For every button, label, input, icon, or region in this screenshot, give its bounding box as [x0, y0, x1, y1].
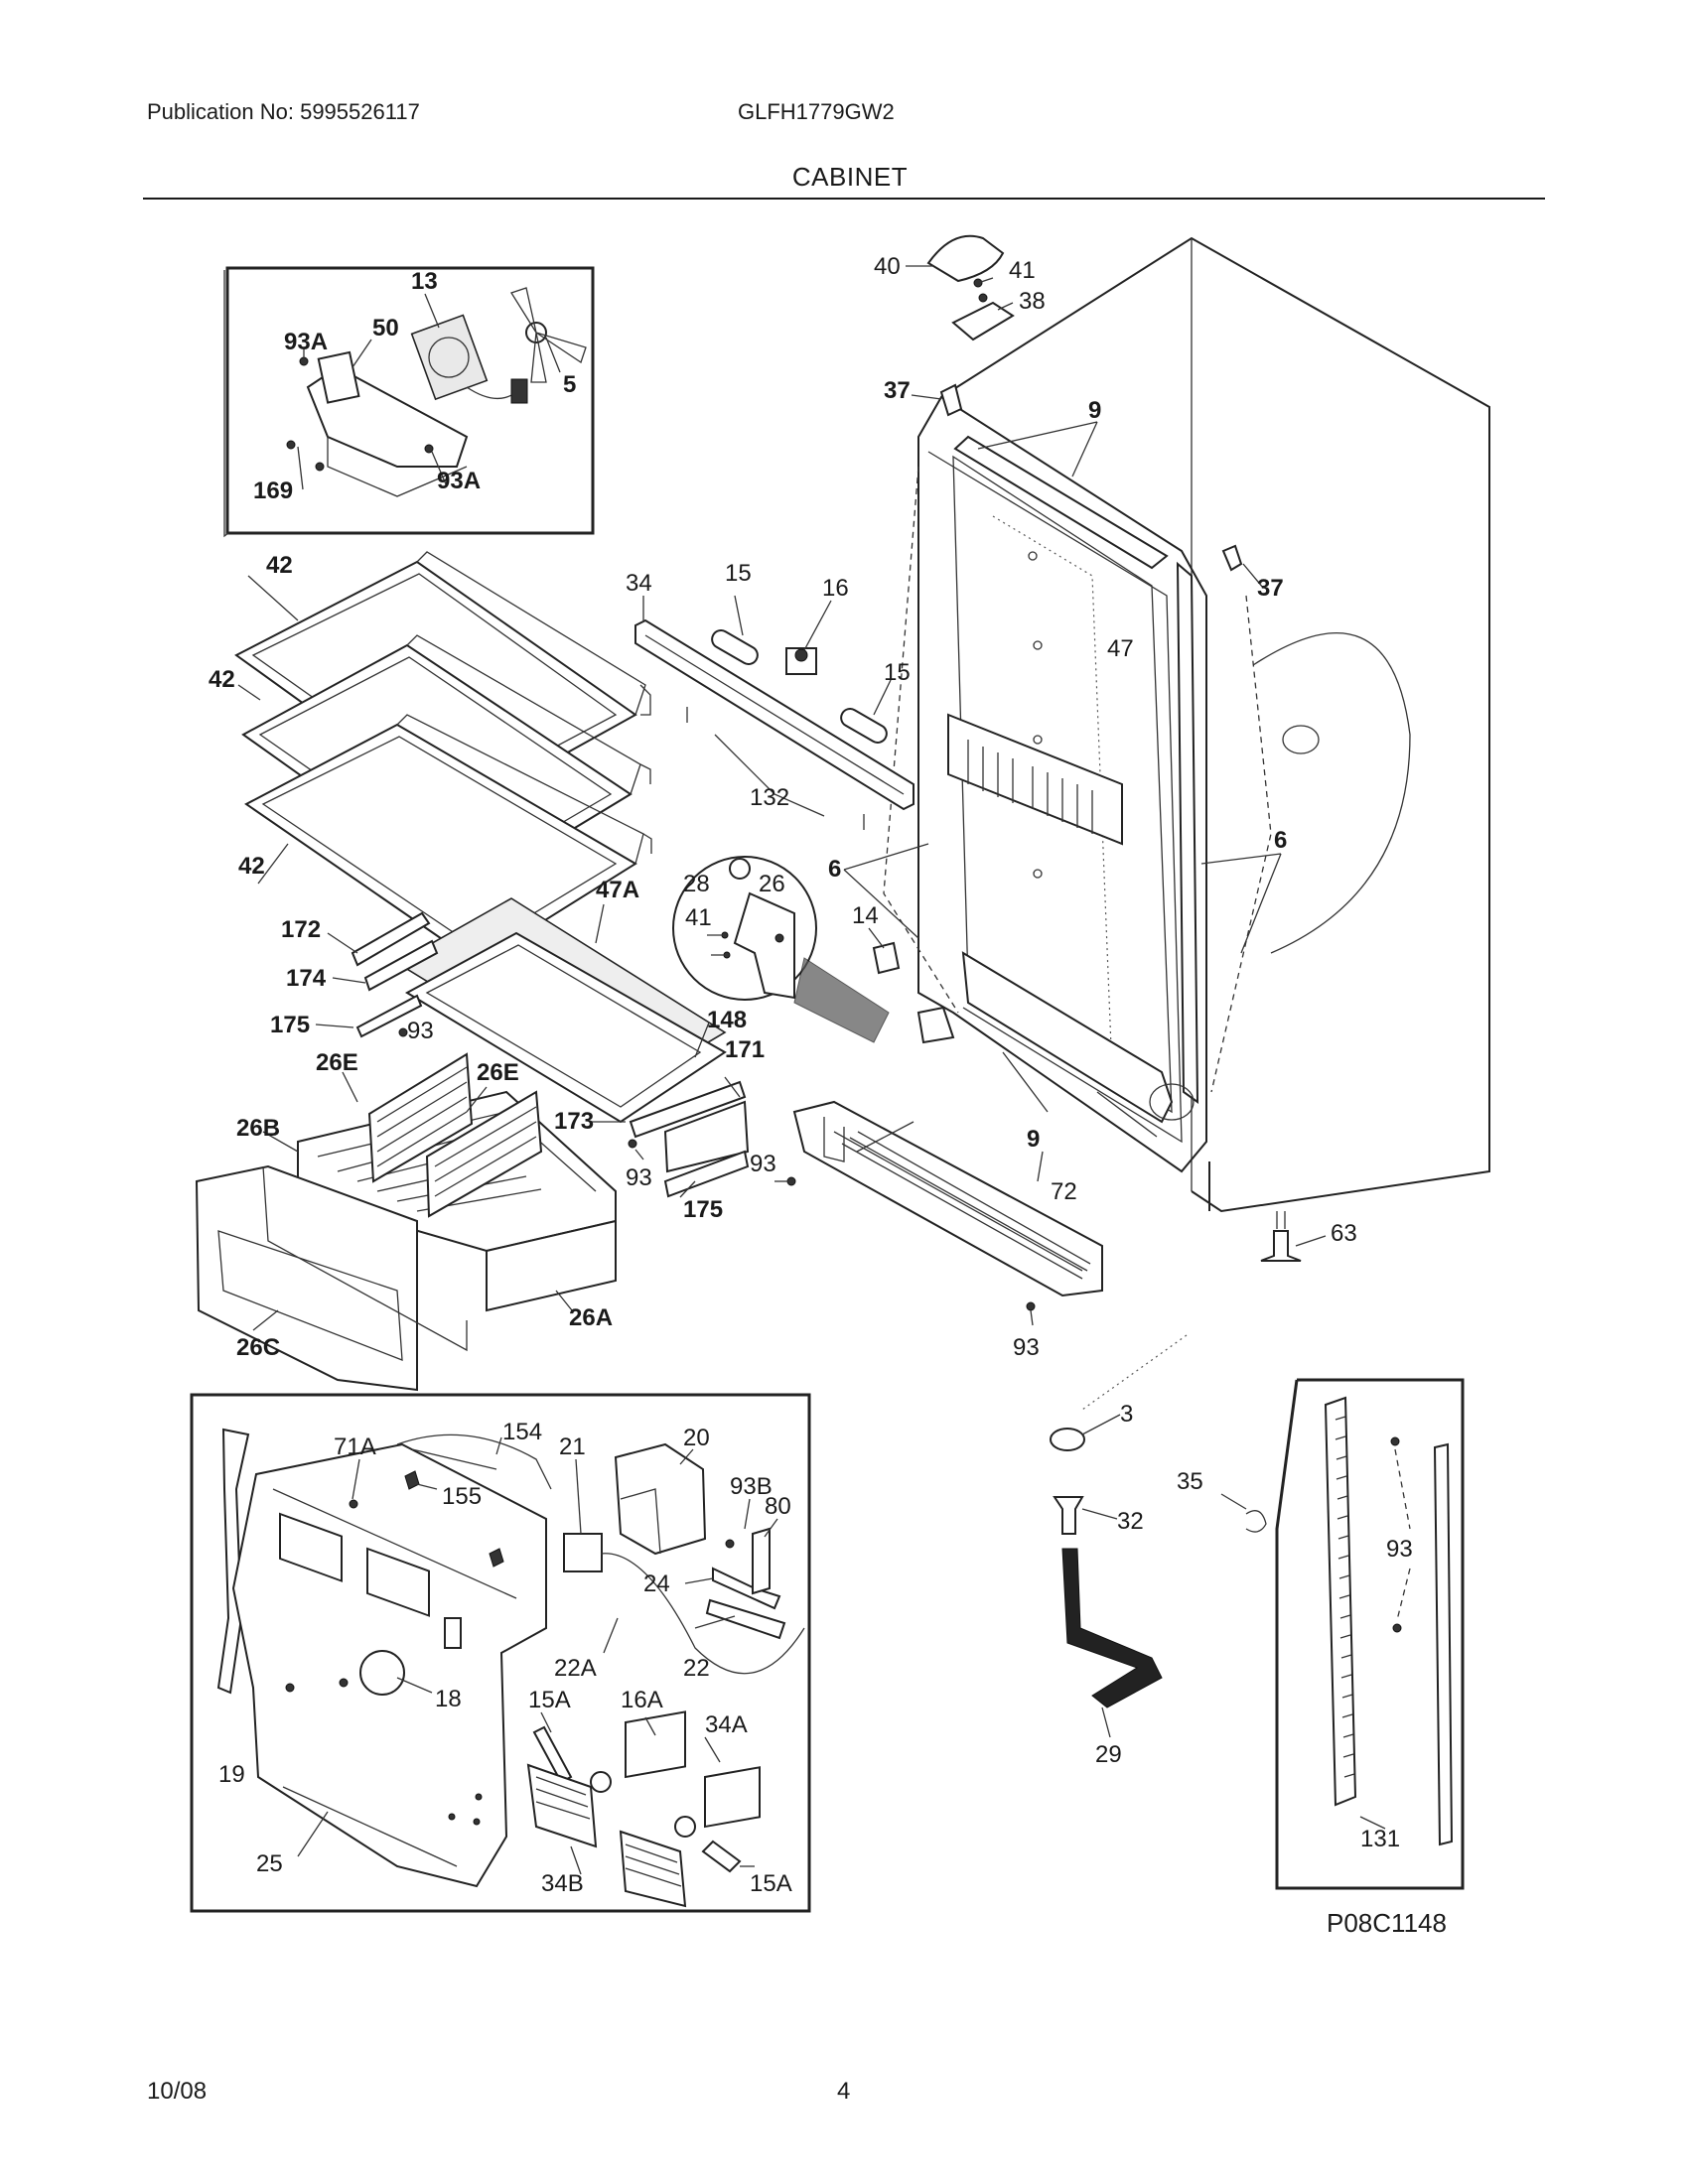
label-93a: 93A [284, 329, 328, 355]
label-41-top: 41 [1009, 257, 1036, 284]
model-number: GLFH1779GW2 [738, 99, 895, 124]
label-3: 3 [1120, 1401, 1133, 1428]
label-37-left: 37 [884, 377, 911, 404]
label-29: 29 [1095, 1741, 1122, 1768]
label-34a: 34A [705, 1711, 748, 1738]
label-42-bottom: 42 [238, 853, 265, 880]
crisper-drawer-assembly [195, 897, 796, 1392]
label-24: 24 [643, 1570, 670, 1597]
label-9-bottom: 9 [1027, 1126, 1040, 1153]
label-173: 173 [554, 1108, 594, 1135]
label-9-top: 9 [1088, 397, 1101, 424]
top-hinge-assembly [906, 234, 1264, 589]
label-93b: 93B [730, 1473, 773, 1500]
label-34b: 34B [541, 1870, 584, 1897]
label-93-rails: 93 [1386, 1536, 1413, 1563]
label-26e-left: 26E [316, 1049, 358, 1076]
label-32: 32 [1117, 1508, 1144, 1535]
label-40: 40 [874, 253, 901, 280]
label-34: 34 [626, 570, 652, 597]
inset-control-assembly [190, 1393, 811, 1913]
label-28: 28 [683, 871, 710, 897]
inset-rail-assembly [1275, 1378, 1465, 1890]
header-rule [143, 198, 1545, 200]
label-175-top: 175 [270, 1012, 310, 1038]
label-131: 131 [1360, 1826, 1400, 1852]
label-80: 80 [765, 1493, 791, 1520]
label-15-top: 15 [725, 560, 752, 587]
label-26c: 26C [236, 1334, 280, 1361]
label-14: 14 [852, 902, 879, 929]
label-42-mid: 42 [209, 666, 235, 693]
label-22: 22 [683, 1655, 710, 1682]
label-93-kick: 93 [750, 1151, 776, 1177]
footer-date: 10/08 [147, 2078, 208, 2105]
label-171: 171 [725, 1036, 765, 1063]
kick-plate-assembly [792, 1051, 1327, 1411]
label-5: 5 [563, 371, 576, 398]
label-93-crisper-lower: 93 [626, 1164, 652, 1191]
publication-number: Publication No: 5995526117 [147, 99, 420, 124]
label-16a: 16A [621, 1687, 663, 1713]
label-155: 155 [442, 1483, 482, 1510]
label-26a: 26A [569, 1304, 613, 1331]
drain-assembly [1050, 1414, 1267, 1738]
label-174: 174 [286, 965, 327, 992]
label-20: 20 [683, 1425, 710, 1451]
label-47a: 47A [596, 877, 639, 903]
label-6-left: 6 [828, 856, 841, 883]
label-50: 50 [372, 315, 399, 341]
label-63: 63 [1331, 1220, 1357, 1247]
label-22a: 22A [554, 1655, 597, 1682]
label-18: 18 [435, 1686, 462, 1712]
figure-code: P08C1148 [1327, 1908, 1447, 1938]
label-26b: 26B [236, 1115, 280, 1142]
label-15a-top: 15A [528, 1687, 571, 1713]
inset-fan-assembly [223, 266, 595, 538]
label-169: 169 [253, 478, 293, 504]
label-13: 13 [411, 268, 438, 295]
label-93-crisper: 93 [407, 1018, 434, 1044]
label-132: 132 [750, 784, 789, 811]
label-38: 38 [1019, 288, 1046, 315]
label-41-hinge: 41 [685, 904, 712, 931]
label-26e-right: 26E [477, 1059, 519, 1086]
label-21: 21 [559, 1433, 586, 1460]
label-154: 154 [502, 1419, 542, 1445]
label-37-right: 37 [1257, 575, 1284, 602]
label-47: 47 [1107, 635, 1134, 662]
label-19: 19 [218, 1761, 245, 1788]
label-42-top: 42 [266, 552, 293, 579]
section-title: CABINET [791, 162, 909, 192]
cabinet-light-rail-parts [634, 595, 914, 830]
label-15a-bottom: 15A [750, 1870, 792, 1897]
label-16: 16 [822, 575, 849, 602]
cabinet-body [883, 236, 1490, 1213]
label-6-right: 6 [1274, 827, 1287, 854]
label-25: 25 [256, 1850, 283, 1877]
label-35: 35 [1177, 1468, 1203, 1495]
label-175-bottom: 175 [683, 1196, 723, 1223]
label-172: 172 [281, 916, 321, 943]
label-72: 72 [1051, 1178, 1077, 1205]
label-93a-lower: 93A [437, 468, 481, 494]
label-26: 26 [759, 871, 785, 897]
lower-hinge-detail [672, 843, 1282, 1044]
label-71a: 71A [334, 1433, 376, 1460]
label-148: 148 [707, 1007, 747, 1033]
glass-shelves [234, 551, 652, 965]
label-15-mid: 15 [884, 659, 911, 686]
page-number: 4 [837, 2078, 851, 2105]
label-93-kickplate: 93 [1013, 1334, 1040, 1361]
